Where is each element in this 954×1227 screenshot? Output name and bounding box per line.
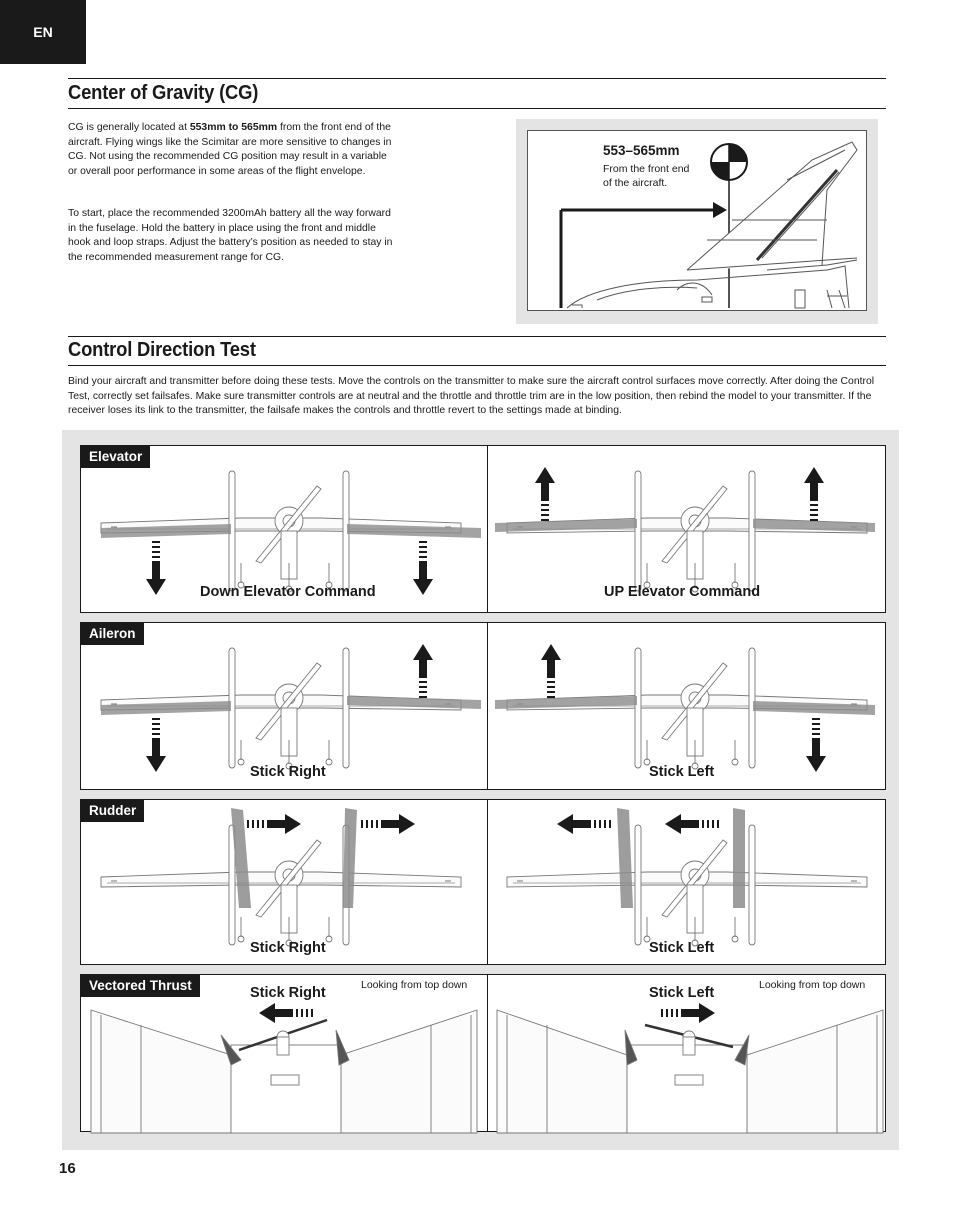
rudder-stick-right-plane-icon (101, 808, 461, 946)
control-title-rule-bottom (68, 365, 886, 366)
rudder-stick-left-plane-icon (507, 808, 867, 946)
cg-figure: 553–565mm From the front end of the airc… (527, 130, 867, 311)
rudder-right-caption: Stick Left (649, 940, 714, 956)
elevator-row: Elevator Down Elevator Command UP Elevat… (80, 445, 886, 613)
cg-range-bold: 553mm to 565mm (190, 122, 277, 133)
aileron-left-caption: Stick Right (250, 764, 326, 780)
cg-paragraph-2: To start, place the recommended 3200mAh … (68, 207, 398, 265)
elevator-up-plane-icon (495, 467, 875, 592)
thrust-stick-left-plane-icon (497, 1010, 883, 1133)
measurement-arrow-icon (561, 202, 727, 308)
rudder-left-caption: Stick Right (250, 940, 326, 956)
page-number: 16 (59, 1160, 76, 1177)
cg-p1-prefix: CG is generally located at (68, 122, 190, 133)
elevator-right-caption: UP Elevator Command (604, 584, 760, 600)
thrust-stick-right-plane-icon (91, 1010, 477, 1133)
cg-section-title: Center of Gravity (CG) (68, 82, 258, 105)
language-tab: EN (0, 0, 86, 64)
control-intro-paragraph: Bind your aircraft and transmitter befor… (68, 375, 886, 419)
aileron-stick-right-plane-icon (101, 644, 481, 772)
elevator-left-caption: Down Elevator Command (200, 584, 376, 600)
title-rule-bottom (68, 108, 886, 109)
cg-aircraft-side-illustration (527, 130, 867, 311)
title-rule-top (68, 78, 886, 79)
cg-paragraph-1: CG is generally located at 553mm to 565m… (68, 121, 394, 179)
elevator-down-plane-icon (101, 471, 481, 595)
vectored-thrust-row: Vectored Thrust Stick Right Looking from… (80, 974, 886, 1132)
aileron-stick-left-plane-icon (495, 644, 875, 772)
control-title-rule-top (68, 336, 886, 337)
aileron-right-caption: Stick Left (649, 764, 714, 780)
aileron-row: Aileron Stick Right Stick Left (80, 622, 886, 790)
control-section-title: Control Direction Test (68, 339, 256, 362)
rudder-row: Rudder Stick Right Stick Left (80, 799, 886, 965)
